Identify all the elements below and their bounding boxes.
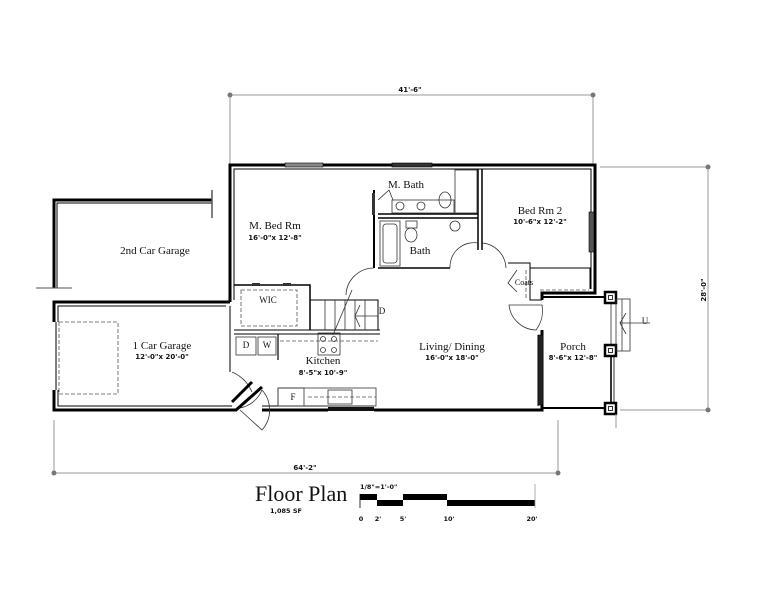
room-label-bath: Bath xyxy=(410,245,431,257)
dimension-right xyxy=(600,164,711,413)
room-size-bedroom-2: 10'-6"x 12'-2" xyxy=(513,218,567,226)
room-label-bedroom-2: Bed Rm 2 xyxy=(518,205,563,217)
room-label-coats: Coats xyxy=(515,278,533,287)
scale-label: 1/8"=1'-0" xyxy=(360,483,397,491)
room-label-master-bath: M. Bath xyxy=(388,179,425,191)
dimension-top xyxy=(227,92,596,165)
washer-label: W xyxy=(263,340,272,350)
scale-bar xyxy=(359,484,536,508)
dimension-bottom-label: 64'-2" xyxy=(293,464,316,472)
room-size-living-dining: 16'-0"x 18'-0" xyxy=(425,354,479,362)
room-size-kitchen: 8'-5"x 10'-9" xyxy=(299,369,348,377)
room-label-kitchen: Kitchen xyxy=(306,355,341,367)
scale-tick-5: 5' xyxy=(400,515,407,523)
porch xyxy=(542,290,650,428)
square-footage: 1,085 SF xyxy=(270,507,302,515)
room-size-porch: 8'-6"x 12'-8" xyxy=(549,354,598,362)
interior-walls xyxy=(234,169,591,360)
room-label-second-car-garage: 2nd Car Garage xyxy=(120,245,190,257)
scale-tick-20: 20' xyxy=(526,515,537,523)
room-size-master-bedroom: 16'-0"x 12'-8" xyxy=(248,234,302,242)
fixtures xyxy=(235,191,589,407)
room-label-master-bedroom: M. Bed Rm xyxy=(249,220,301,232)
dimension-bottom xyxy=(51,420,561,476)
dryer-label: D xyxy=(243,340,250,350)
scale-tick-0: 0 xyxy=(359,515,364,523)
doors xyxy=(252,189,543,331)
plan-title: Floor Plan xyxy=(255,481,347,506)
room-label-living-dining: Living/ Dining xyxy=(419,341,485,353)
room-size-one-car-garage: 12'-0"x 20'-0" xyxy=(135,353,189,361)
scale-tick-2: 2' xyxy=(375,515,382,523)
room-label-wic: WIC xyxy=(259,295,277,305)
stair-down-label: D xyxy=(379,306,386,316)
room-label-porch: Porch xyxy=(560,341,586,353)
room-label-one-car-garage: 1 Car Garage xyxy=(133,340,192,352)
garage-entry-door xyxy=(230,371,271,431)
fridge-label: F xyxy=(290,392,295,402)
porch-step-up-label: U xyxy=(642,316,649,326)
dimension-top-label: 41'-6" xyxy=(398,86,421,94)
dimension-right-label: 28'-0" xyxy=(700,278,708,301)
second-car-garage-walls xyxy=(36,190,213,289)
scale-tick-10: 10' xyxy=(443,515,454,523)
one-car-garage-walls xyxy=(52,300,237,412)
